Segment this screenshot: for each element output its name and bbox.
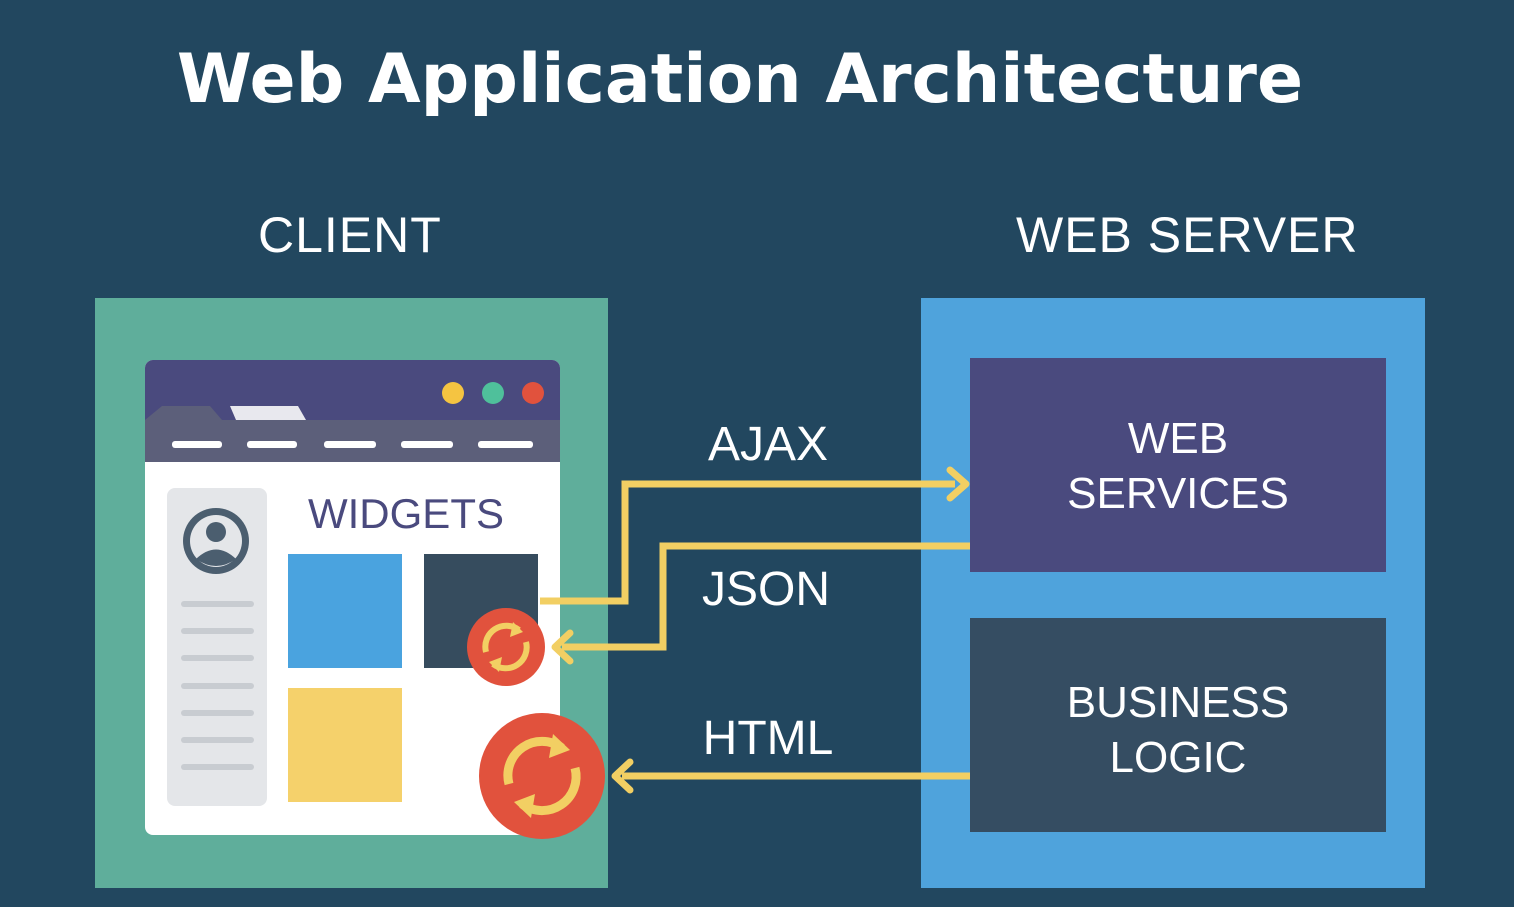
sidebar-lines: [181, 601, 254, 770]
browser-sidebar: [167, 488, 267, 806]
web-services-box: [970, 358, 1386, 572]
ajax-arrowhead: [946, 466, 970, 502]
widgets-label: WIDGETS: [308, 490, 504, 537]
ajax-arrow: [540, 480, 955, 605]
widget-yellow: [288, 688, 402, 802]
web-server-label: WEB SERVER: [1016, 207, 1359, 263]
json-arrowhead: [551, 629, 574, 665]
browser-nav-dashes: [172, 441, 533, 448]
business-logic-box: [970, 618, 1386, 832]
user-avatar-icon: [183, 508, 249, 574]
window-dots-icon: [442, 382, 544, 404]
html-arrowhead: [611, 758, 634, 794]
json-arrow: [562, 542, 970, 651]
client-label: CLIENT: [258, 207, 442, 263]
browser-window: WIDGETS: [145, 360, 560, 835]
json-label: JSON: [702, 563, 830, 616]
business-logic-line-1: BUSINESS: [1067, 678, 1290, 727]
business-logic-line-2: LOGIC: [1110, 733, 1247, 782]
diagram-title: Web Application Architecture: [176, 40, 1304, 119]
ajax-label: AJAX: [708, 418, 828, 471]
refresh-icon: [479, 713, 605, 839]
html-label: HTML: [703, 712, 834, 765]
widget-blue: [288, 554, 402, 668]
browser-active-tab: [230, 406, 306, 420]
web-services-line-2: SERVICES: [1067, 469, 1289, 518]
web-services-line-1: WEB: [1128, 414, 1228, 463]
refresh-icon: [467, 608, 545, 686]
